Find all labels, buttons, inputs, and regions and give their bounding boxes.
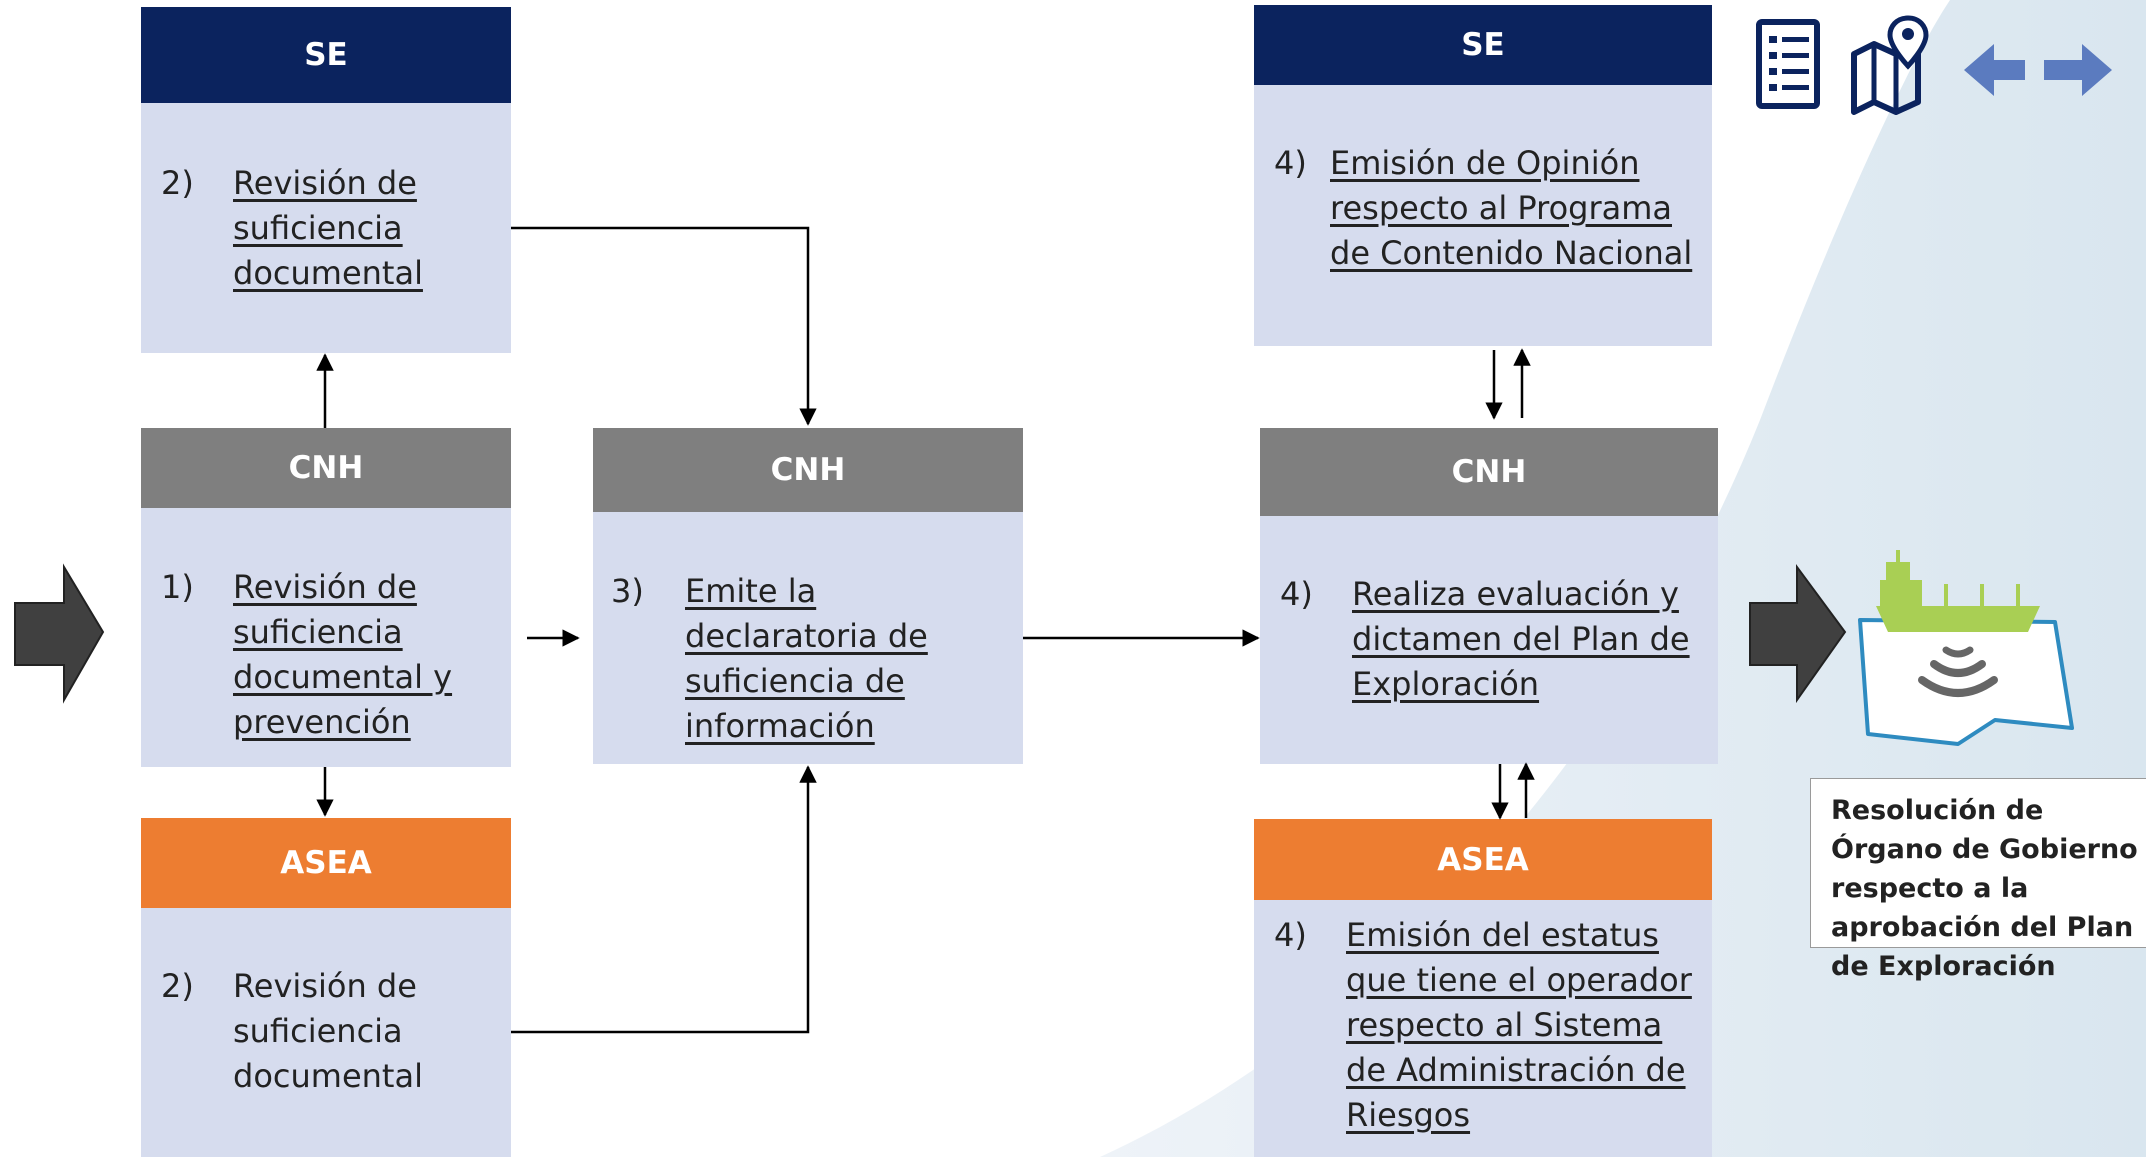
se-right-step-number: 4) [1274, 144, 1307, 182]
cnh-mid-step-number: 3) [611, 572, 644, 610]
sonar-waves [1918, 676, 1998, 697]
arrow-right-icon[interactable] [2044, 44, 2112, 96]
asea-left-box: ASEA 2) Revisión de suficiencia document… [141, 818, 511, 1157]
cnh-right-body: 4) Realiza evaluación y dictamen del Pla… [1280, 572, 1710, 707]
se-left-body: 2) Revisión de suficiencia documental [161, 161, 501, 296]
asea-left-step-text: Revisión de suficiencia documental [233, 967, 423, 1095]
se-left-step-link[interactable]: Revisión de suficiencia documental [233, 164, 423, 292]
asea-left-header: ASEA [141, 818, 511, 908]
se-left-header: SE [141, 7, 511, 103]
se-right-body: 4) Emisión de Opinión respecto al Progra… [1274, 141, 1704, 276]
cnh-right-box: CNH 4) Realiza evaluación y dictamen del… [1260, 428, 1718, 764]
cnh-mid-step-link[interactable]: Emite la declaratoria de suficiencia de … [685, 572, 928, 745]
se-right-step-link[interactable]: Emisión de Opinión respecto al Programa … [1330, 144, 1693, 272]
asea-right-box: ASEA 4) Emisión del estatus que tiene el… [1254, 819, 1712, 1157]
cnh-mid-header: CNH [593, 428, 1023, 512]
cnh-right-header: CNH [1260, 428, 1718, 516]
nav-icons [1756, 15, 2112, 115]
cnh-right-step-number: 4) [1280, 575, 1313, 613]
cnh-left-step-link[interactable]: Revisión de suficiencia documental y pre… [233, 568, 453, 741]
list-icon[interactable] [1756, 19, 1820, 109]
boat-icon [1876, 550, 2040, 632]
asea-left-step-number: 2) [161, 967, 194, 1005]
asea-right-step-number: 4) [1274, 916, 1307, 954]
asea-left-body: 2) Revisión de suficiencia documental [161, 964, 501, 1099]
cnh-mid-body: 3) Emite la declaratoria de suficiencia … [611, 569, 1011, 749]
cnh-left-step-number: 1) [161, 568, 194, 606]
se-right-box: SE 4) Emisión de Opinión respecto al Pro… [1254, 5, 1712, 346]
arrow-left-icon[interactable] [1964, 44, 2025, 96]
se-left-step-number: 2) [161, 164, 194, 202]
cnh-left-header: CNH [141, 428, 511, 508]
cnh-right-step-link[interactable]: Realiza evaluación y dictamen del Plan d… [1352, 575, 1690, 703]
asea-right-step-link[interactable]: Emisión del estatus que tiene el operado… [1346, 916, 1692, 1134]
asea-right-header: ASEA [1254, 819, 1712, 900]
cnh-left-box: CNH 1) Revisión de suficiencia documenta… [141, 428, 511, 767]
result-caption: Resolución de Órgano de Gobierno respect… [1810, 778, 2146, 982]
se-right-header: SE [1254, 5, 1712, 85]
exploration-map-icon [1858, 550, 2074, 746]
cnh-left-body: 1) Revisión de suficiencia documental y … [161, 565, 501, 745]
cnh-mid-box: CNH 3) Emite la declaratoria de suficien… [593, 428, 1023, 764]
map-pin-icon[interactable] [1851, 15, 1929, 115]
asea-right-body: 4) Emisión del estatus que tiene el oper… [1274, 913, 1712, 1138]
se-left-box: SE 2) Revisión de suficiencia documental [141, 7, 511, 353]
